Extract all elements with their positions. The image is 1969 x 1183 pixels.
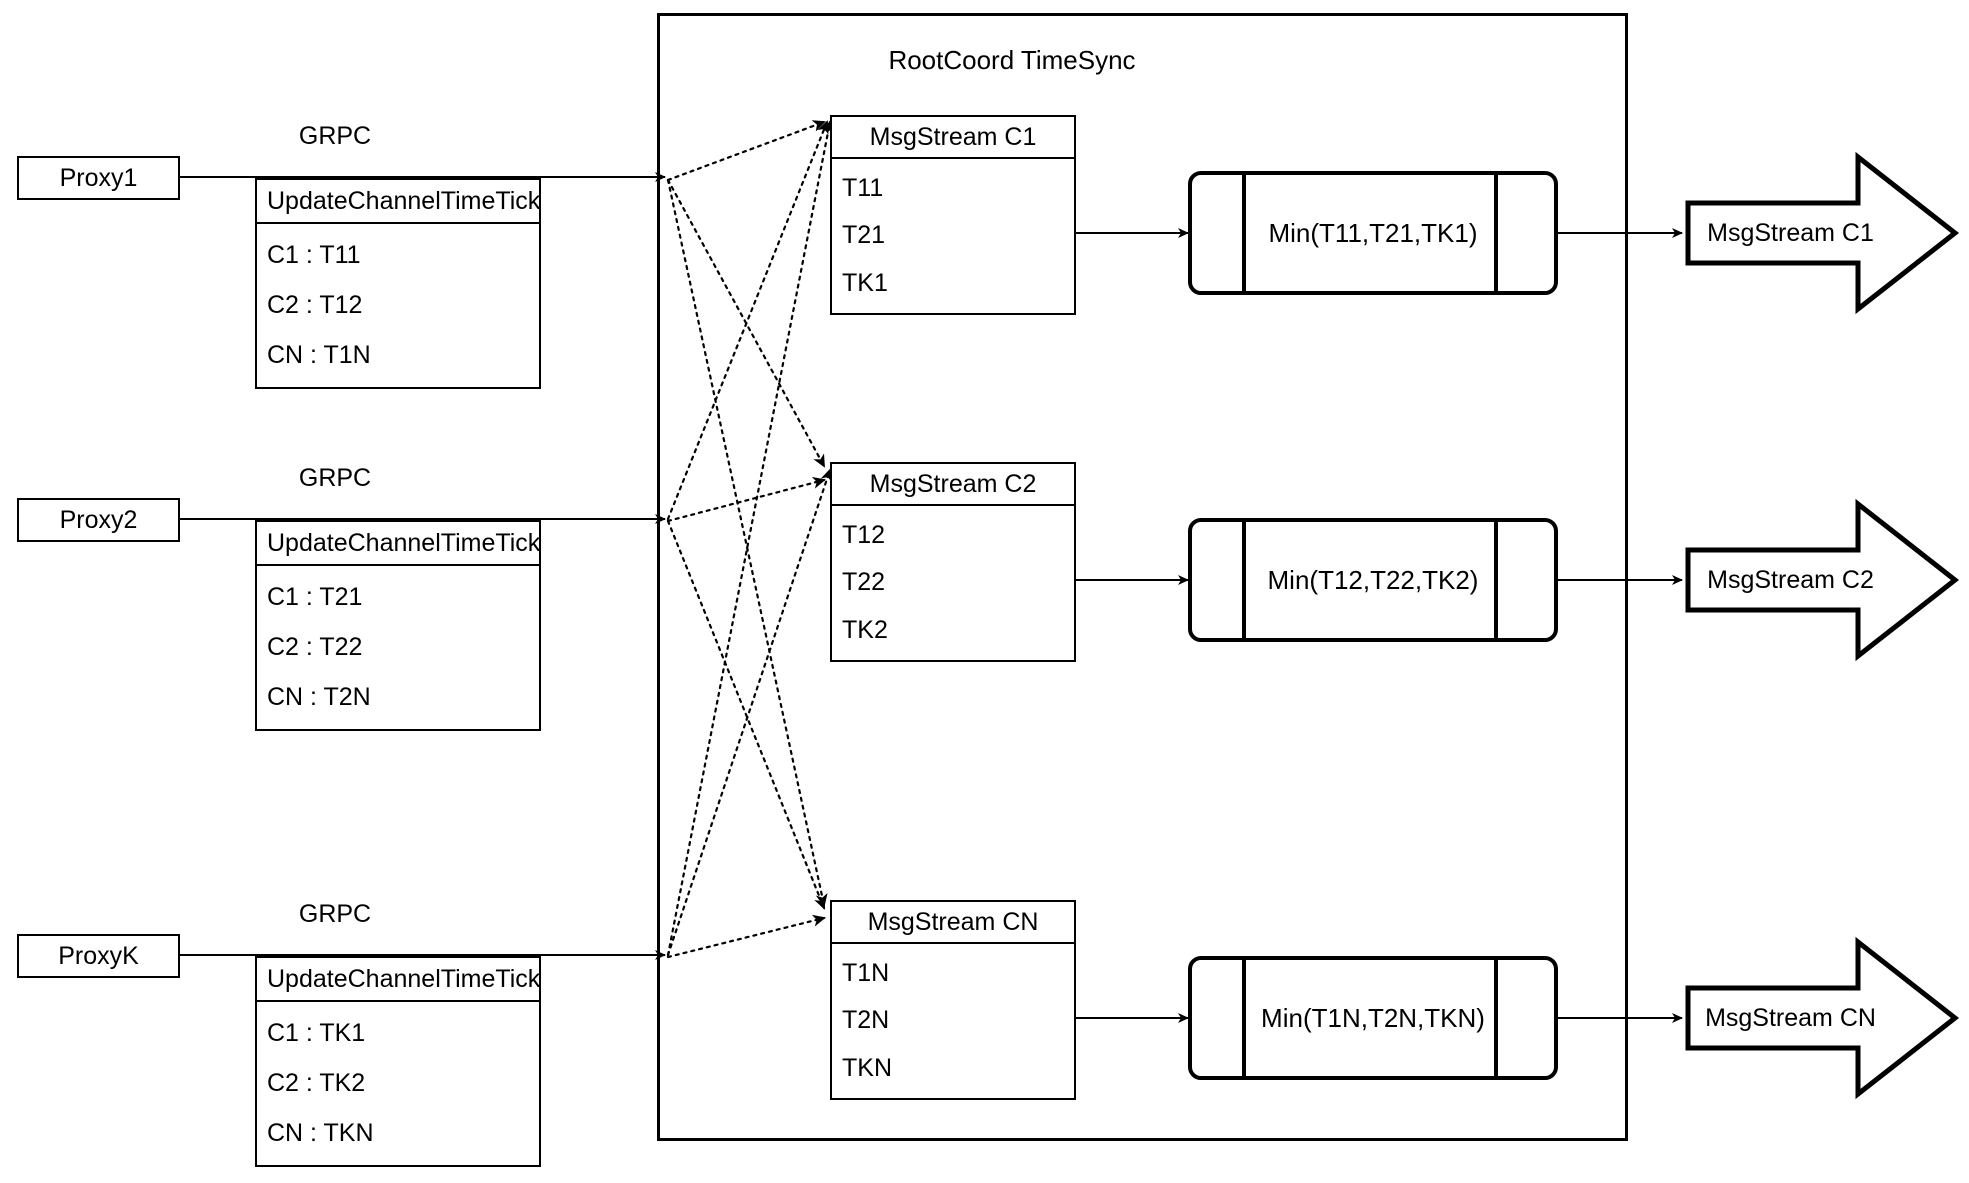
min-box-divider-left (1242, 522, 1246, 638)
output-arrow-1: MsgStream C1 (1688, 157, 1955, 309)
msgstream-box-3-body: T1N T2N TKN (832, 944, 1074, 1098)
min-box-divider-left (1242, 960, 1246, 1076)
tick-box-2-header: UpdateChannelTimeTick (257, 522, 540, 566)
proxy-label-1: Proxy1 (59, 163, 138, 192)
fan-pk-c1 (666, 120, 834, 957)
min-box-divider-right (1494, 175, 1498, 291)
output-arrow-label-3: MsgStream CN (1705, 1003, 1876, 1032)
msgstream-row: T12 (842, 521, 886, 550)
min-box-label-3: Min(T1N,T2N,TKN) (1261, 1002, 1485, 1033)
msgstream-box-2: MsgStream C2 T12 T22 TK2 (830, 462, 1076, 662)
grpc-label-3: GRPC (298, 900, 372, 928)
tick-row: C1 : T21 (267, 582, 363, 611)
output-arrow-shape-2 (1685, 498, 1960, 662)
fan-pk-cn (666, 914, 826, 959)
msgstream-row: TK1 (842, 268, 888, 297)
tick-box-3-header: UpdateChannelTimeTick (257, 958, 540, 1002)
msgstream-row: T1N (842, 959, 890, 988)
min-box-label-2: Min(T12,T22,TK2) (1267, 564, 1479, 595)
msgstream-row: T11 (842, 174, 884, 203)
proxy-label-2: Proxy2 (59, 505, 138, 534)
tick-box-3-body: C1 : TK1 C2 : TK2 CN : TKN (257, 1002, 539, 1165)
msgstream-box-3-header: MsgStream CN (832, 902, 1074, 944)
msgstream-row: T2N (842, 1006, 890, 1035)
fan-p1-c1 (666, 120, 826, 182)
tick-box-1-body: C1 : T11 C2 : T12 CN : T1N (257, 224, 539, 387)
grpc-line-group (176, 172, 666, 960)
msgstream-row: T22 (842, 568, 886, 597)
tick-box-2-body: C1 : T21 C2 : T22 CN : T2N (257, 566, 539, 729)
grpc-label-1: GRPC (298, 122, 372, 150)
min-box-3: Min(T1N,T2N,TKN) (1188, 956, 1558, 1080)
dotted-fanout-group (666, 120, 834, 959)
msgstream-row: TKN (842, 1053, 892, 1082)
proxy-label-3: ProxyK (58, 941, 139, 970)
stream-to-min-group (1072, 228, 1189, 1023)
msgstream-row: T21 (842, 221, 886, 250)
tick-box-1: UpdateChannelTimeTick C1 : T11 C2 : T12 … (255, 178, 541, 389)
output-arrow-shape-3 (1685, 936, 1960, 1100)
msgstream-box-2-body: T12 T22 TK2 (832, 506, 1074, 660)
fan-p1-cn (666, 178, 828, 907)
output-arrow-label-2: MsgStream C2 (1707, 565, 1874, 594)
proxy-box-2[interactable]: Proxy2 (17, 498, 180, 542)
output-arrow-3: MsgStream CN (1688, 942, 1955, 1094)
msgstream-box-1-header: MsgStream C1 (832, 117, 1074, 159)
fan-p2-cn (666, 519, 826, 910)
msgstream-box-1: MsgStream C1 T11 T21 TK1 (830, 115, 1076, 315)
msgstream-row: TK2 (842, 615, 888, 644)
fan-pk-c2 (666, 468, 833, 957)
min-box-divider-right (1494, 960, 1498, 1076)
msgstream-box-3: MsgStream CN T1N T2N TKN (830, 900, 1076, 1100)
rootcoord-timesync-panel (657, 13, 1628, 1141)
min-box-2: Min(T12,T22,TK2) (1188, 518, 1558, 642)
min-box-divider-left (1242, 175, 1246, 291)
tick-row: C2 : T12 (267, 290, 363, 319)
panel-title: RootCoord TimeSync (888, 45, 1136, 75)
tick-box-3: UpdateChannelTimeTick C1 : TK1 C2 : TK2 … (255, 956, 541, 1167)
min-box-1: Min(T11,T21,TK1) (1188, 171, 1558, 295)
tick-row: C2 : TK2 (267, 1068, 366, 1097)
grpc-label-2: GRPC (298, 464, 372, 492)
tick-row: C1 : T11 (267, 240, 361, 269)
fan-p2-c1 (666, 120, 829, 521)
msgstream-box-1-body: T11 T21 TK1 (832, 159, 1074, 313)
output-arrow-shapes (1685, 151, 1960, 1100)
tick-box-1-header: UpdateChannelTimeTick (257, 180, 540, 224)
min-to-output-group (1558, 228, 1683, 1023)
min-box-divider-right (1494, 522, 1498, 638)
tick-row: C1 : TK1 (267, 1018, 366, 1047)
tick-box-2: UpdateChannelTimeTick C1 : T21 C2 : T22 … (255, 520, 541, 731)
proxy-box-1[interactable]: Proxy1 (17, 156, 180, 200)
output-arrow-shape-1 (1685, 151, 1960, 315)
tick-row: CN : TKN (267, 1119, 374, 1148)
output-arrow-2: MsgStream C2 (1688, 504, 1955, 656)
min-box-label-1: Min(T11,T21,TK1) (1268, 217, 1478, 248)
output-arrow-label-1: MsgStream C1 (1707, 218, 1874, 247)
proxy-box-3[interactable]: ProxyK (17, 934, 180, 978)
tick-row: C2 : T22 (267, 632, 363, 661)
fan-p2-c2 (666, 476, 826, 523)
tick-row: CN : T2N (267, 683, 371, 712)
tick-row: CN : T1N (267, 341, 371, 370)
msgstream-box-2-header: MsgStream C2 (832, 464, 1074, 506)
